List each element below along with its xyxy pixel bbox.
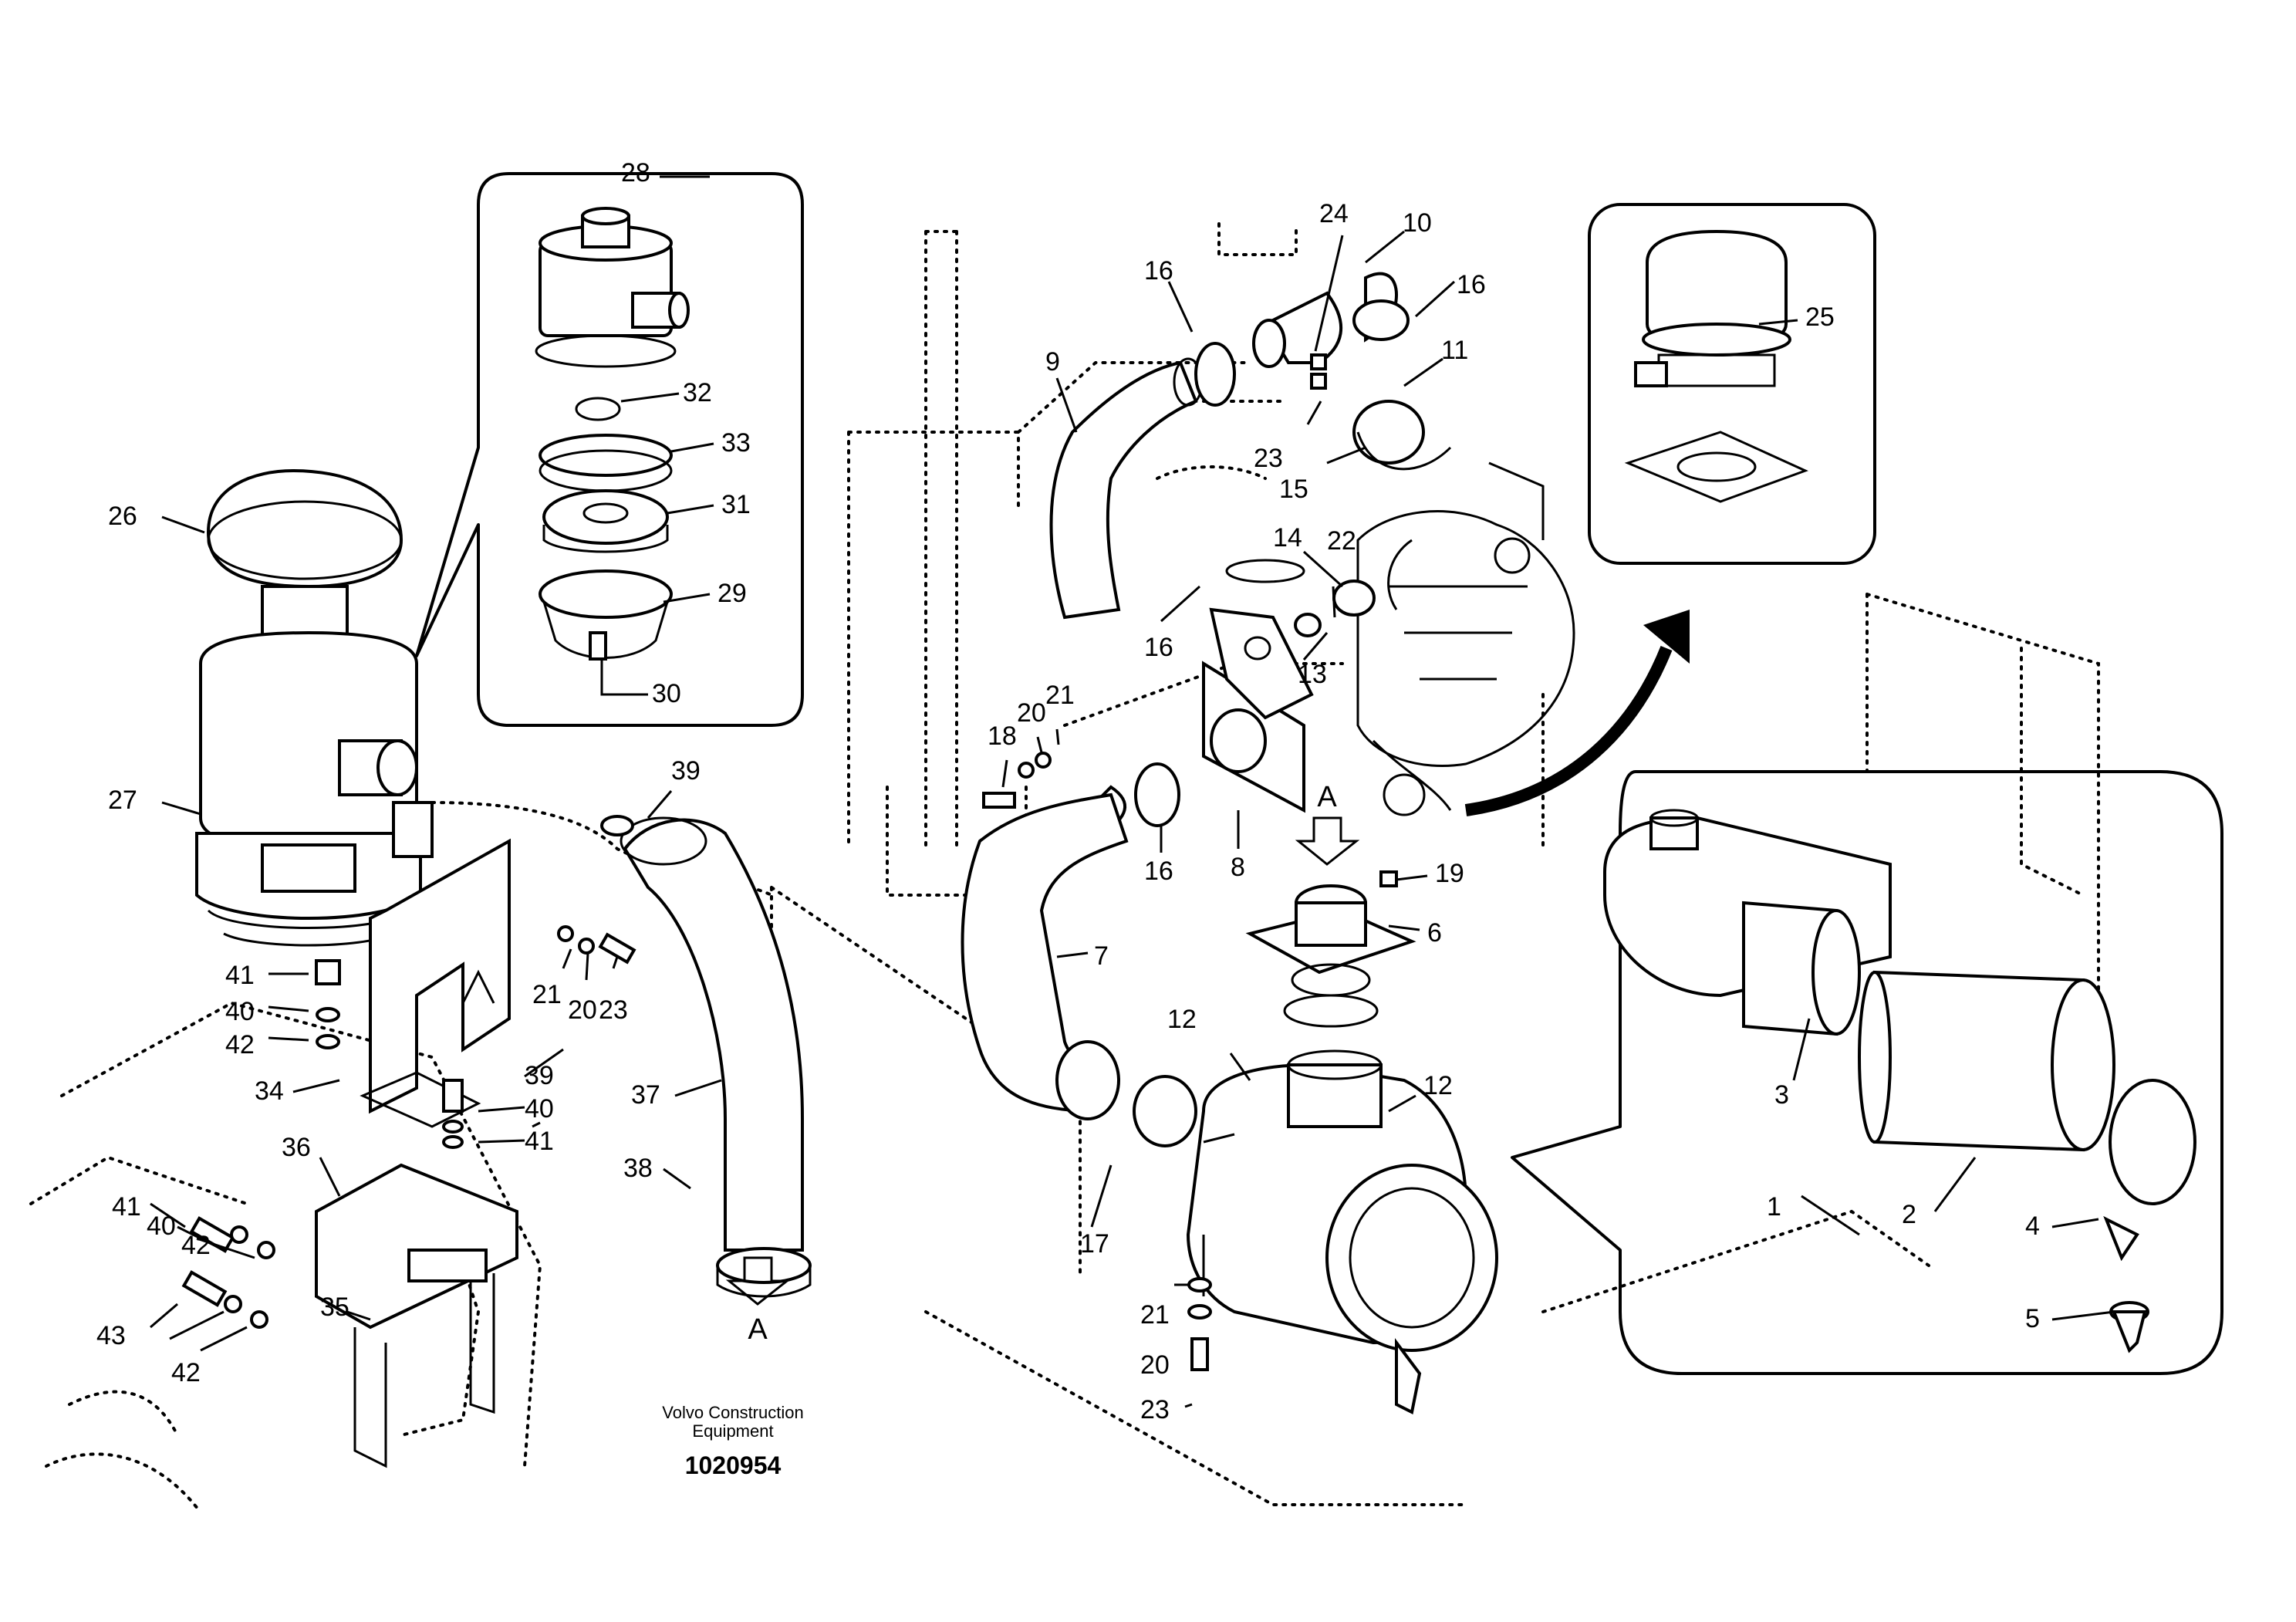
view-arrow-a-left: A — [725, 1256, 791, 1346]
callout-16c: 16 — [1144, 633, 1173, 662]
callout-8: 8 — [1231, 853, 1245, 882]
callout-42b: 42 — [181, 1231, 211, 1260]
detail-bubble-1 — [1511, 770, 2223, 1375]
callout-21: 21 — [1045, 681, 1075, 710]
callout-1: 1 — [1767, 1192, 1781, 1222]
callout-36: 36 — [282, 1133, 311, 1162]
engine-outline — [1356, 461, 1575, 816]
callout-9: 9 — [1045, 347, 1060, 377]
callout-18: 18 — [988, 721, 1017, 751]
hose-7 — [961, 762, 1197, 1147]
callout-24: 24 — [1319, 199, 1349, 228]
callout-11: 11 — [1441, 336, 1468, 365]
callout-26: 26 — [108, 502, 137, 531]
hose-9 — [1049, 342, 1236, 620]
callout-4: 4 — [2025, 1211, 2040, 1241]
company-line1: Volvo Construction — [662, 1403, 803, 1422]
callout-23c: 23 — [599, 995, 628, 1025]
callout-16b: 16 — [1457, 270, 1486, 299]
callout-7: 7 — [1094, 941, 1109, 971]
hardware — [181, 353, 1398, 1371]
callout-16: 16 — [1144, 256, 1173, 286]
callout-6: 6 — [1427, 918, 1442, 948]
callout-5: 5 — [2025, 1304, 2040, 1333]
footer: Volvo Construction Equipment 1020954 — [662, 1403, 803, 1479]
callout-39: 39 — [671, 756, 701, 786]
mount-plate-8 — [1202, 559, 1314, 813]
detail-arrow — [1464, 610, 1690, 816]
callout-12b: 12 — [1423, 1071, 1453, 1100]
view-letter-a: A — [748, 1313, 768, 1346]
callout-34: 34 — [255, 1076, 284, 1106]
callout-40: 40 — [225, 997, 255, 1026]
callout-14: 14 — [1273, 523, 1302, 552]
callout-38: 38 — [623, 1154, 653, 1183]
callout-41b: 41 — [525, 1127, 554, 1156]
callout-39b: 39 — [525, 1061, 554, 1090]
precleaner-assembly — [195, 468, 434, 947]
callout-23b: 23 — [1140, 1395, 1170, 1424]
callout-17: 17 — [1080, 1229, 1109, 1259]
callout-16d: 16 — [1144, 857, 1173, 886]
callout-41: 41 — [225, 961, 255, 990]
callout-12: 12 — [1167, 1005, 1197, 1034]
company-line2: Equipment — [692, 1421, 773, 1441]
callout-25: 25 — [1805, 302, 1835, 332]
callout-43: 43 — [96, 1321, 126, 1350]
bracket-34 — [360, 838, 511, 1128]
callout-labels: 1 2 3 4 5 6 7 8 9 10 11 12 12 13 14 15 1… — [96, 158, 2040, 1424]
callout-2: 2 — [1902, 1200, 1916, 1229]
callout-31: 31 — [721, 490, 751, 519]
callout-13: 13 — [1298, 660, 1327, 689]
callout-20: 20 — [1017, 698, 1046, 728]
callout-3: 3 — [1774, 1080, 1789, 1110]
callout-42c: 42 — [171, 1358, 201, 1387]
detail-box-25 — [1588, 203, 1876, 565]
hose-37 — [600, 815, 812, 1298]
callout-21c: 21 — [532, 980, 562, 1009]
elbow-10-11 — [1252, 272, 1452, 637]
callout-29: 29 — [718, 579, 747, 608]
view-arrow-a-right: A — [1295, 781, 1360, 866]
callout-19: 19 — [1435, 859, 1464, 888]
callout-30: 30 — [652, 679, 681, 708]
callout-20c: 20 — [568, 995, 597, 1025]
callout-10: 10 — [1403, 208, 1432, 238]
callout-28: 28 — [621, 158, 650, 188]
callout-40c: 40 — [147, 1211, 176, 1241]
callout-40b: 40 — [525, 1094, 554, 1124]
callout-41c: 41 — [112, 1192, 141, 1222]
callout-20b: 20 — [1140, 1350, 1170, 1380]
air-filter-housing-12 — [1186, 1049, 1498, 1414]
drawing-number: 1020954 — [685, 1451, 782, 1479]
callout-37: 37 — [631, 1080, 660, 1110]
callout-21b: 21 — [1140, 1300, 1170, 1330]
callout-15: 15 — [1279, 475, 1308, 504]
callout-22: 22 — [1327, 526, 1356, 556]
callout-33: 33 — [721, 428, 751, 458]
leader-lines — [150, 175, 2115, 1408]
callout-35: 35 — [320, 1293, 349, 1322]
adapter-6 — [1245, 884, 1416, 1028]
callout-42: 42 — [225, 1030, 255, 1059]
detail-box-28 — [415, 172, 804, 727]
bracket-35-36 — [315, 1163, 518, 1468]
callout-23: 23 — [1254, 444, 1283, 473]
callout-27: 27 — [108, 786, 137, 815]
view-letter-a: A — [1317, 781, 1337, 813]
callout-32: 32 — [683, 378, 712, 407]
